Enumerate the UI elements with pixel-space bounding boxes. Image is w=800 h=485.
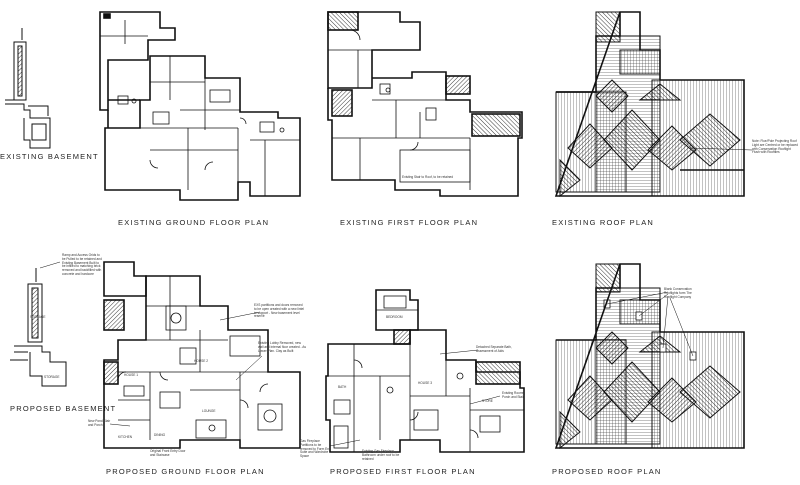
room-label-lounge: LOUNGE bbox=[202, 409, 216, 413]
caption-proposed-basement: PROPOSED BASEMENT bbox=[10, 404, 117, 413]
existing-ground-floor-plan bbox=[99, 11, 301, 201]
room-label-house-3: HOUSE 3 bbox=[418, 381, 432, 385]
caption-proposed-roof: PROPOSED ROOF PLAN bbox=[552, 467, 662, 476]
room-label-bedroom: BEDROOM bbox=[386, 315, 403, 319]
note-proposed-ground-3: New Pond Stair and Porch bbox=[88, 419, 111, 427]
note-proposed-first-4: Existing Gas Fireplace Bathroom under ro… bbox=[362, 449, 400, 461]
note-proposed-ground-4: Original Front Entry Door and Staircase bbox=[150, 449, 186, 457]
note-proposed-ground-1: EXS partitions and doors removed to be o… bbox=[254, 303, 304, 319]
note-proposed-basement: Ramp and Access Grids to be Pulled to be… bbox=[62, 253, 102, 276]
note-proposed-first-1: Detached Separate Bath, Assessment of Ai… bbox=[476, 345, 512, 353]
caption-proposed-first: PROPOSED FIRST FLOOR PLAN bbox=[330, 467, 476, 476]
room-proposed-basement-storage-1: STORAGE bbox=[30, 315, 46, 319]
note-proposed-first-2: Existing Rooms, Porch and Stair bbox=[502, 391, 526, 399]
proposed-ground-floor-plan bbox=[103, 261, 301, 449]
caption-existing-ground: EXISTING GROUND FLOOR PLAN bbox=[118, 218, 270, 227]
room-label-house-1: HOUSE 1 bbox=[124, 373, 138, 377]
room-label-bathroom: BATH bbox=[338, 385, 347, 389]
room-proposed-basement-storage-2: STORAGE bbox=[44, 375, 60, 379]
proposed-first-floor-plan bbox=[325, 289, 525, 453]
caption-existing-first: EXISTING FIRST FLOOR PLAN bbox=[340, 218, 479, 227]
note-proposed-roof: Blank Conservation Rooflights form The R… bbox=[664, 287, 692, 299]
room-label-dining: DINING bbox=[154, 433, 166, 437]
note-proposed-first-3: Gas Fireplace Partitions to be removed t… bbox=[300, 439, 331, 459]
note-proposed-ground-2: Existing Lobby Removed, new wall and int… bbox=[258, 341, 307, 353]
room-label-house-2: HOUSE 2 bbox=[194, 359, 208, 363]
room-label-store: STORE bbox=[482, 399, 493, 403]
caption-existing-basement: EXISTING BASEMENT bbox=[0, 152, 99, 161]
room-label-kitchen: KITCHEN bbox=[118, 435, 132, 439]
proposed-roof-plan bbox=[554, 263, 745, 450]
existing-basement-plan bbox=[5, 28, 51, 149]
note-existing-first-stair: Existing Stair to Roof, to be retained bbox=[402, 175, 454, 179]
note-existing-roof: Note: Flue/Pole Projecting Roof Light ar… bbox=[752, 139, 798, 155]
caption-existing-roof: EXISTING ROOF PLAN bbox=[552, 218, 655, 227]
existing-first-floor-plan bbox=[327, 11, 523, 197]
caption-proposed-ground: PROPOSED GROUND FLOOR PLAN bbox=[106, 467, 265, 476]
existing-roof-plan bbox=[554, 11, 753, 198]
proposed-basement-plan bbox=[10, 261, 67, 387]
